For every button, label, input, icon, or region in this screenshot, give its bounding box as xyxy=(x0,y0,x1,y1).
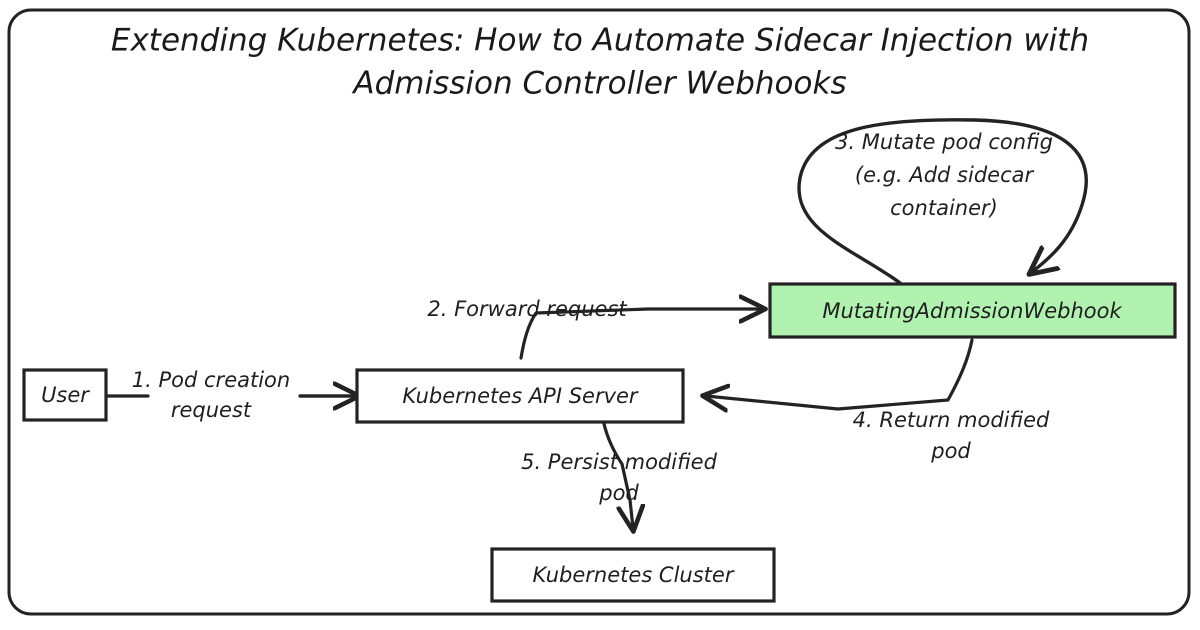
edge-3-label: 3. Mutate pod config (e.g. Add sidecar c… xyxy=(835,130,1053,220)
page-title-line-1: Extending Kubernetes: How to Automate Si… xyxy=(111,23,1089,59)
node-webhook[interactable]: MutatingAdmissionWebhook xyxy=(768,282,1177,339)
edge-3-label-line-2: (e.g. Add sidecar xyxy=(855,163,1035,187)
edge-5-path xyxy=(602,422,633,528)
node-cluster[interactable]: Kubernetes Cluster xyxy=(490,547,776,603)
edge-1-label-line-2: request xyxy=(171,398,252,422)
node-user-box[interactable] xyxy=(22,368,108,422)
node-api-server-label: Kubernetes API Server xyxy=(402,384,639,408)
edge-3-label-line-1: 3. Mutate pod config xyxy=(835,130,1053,154)
node-webhook-label: MutatingAdmissionWebhook xyxy=(822,299,1122,323)
node-webhook-box[interactable] xyxy=(768,282,1177,339)
edge-5-label: 5. Persist modified pod xyxy=(521,450,718,505)
node-cluster-label: Kubernetes Cluster xyxy=(533,563,735,587)
edge-1-label: 1. Pod creation request xyxy=(132,368,290,422)
node-user[interactable]: User xyxy=(22,368,108,422)
edge-5-label-line-2: pod xyxy=(598,481,639,505)
edge-4-label-line-2: pod xyxy=(930,439,971,463)
edge-2-label-line-1: 2. Forward request xyxy=(427,297,627,321)
node-api-server[interactable]: Kubernetes API Server xyxy=(355,368,685,424)
edge-1-label-line-1: 1. Pod creation xyxy=(132,368,290,392)
edge-2-label: 2. Forward request xyxy=(427,297,627,321)
edge-2-path xyxy=(519,309,762,360)
edge-4-path xyxy=(706,338,974,409)
edge-3-path xyxy=(797,118,1088,285)
node-api-server-box[interactable] xyxy=(355,368,685,424)
page-title-line-2: Admission Controller Webhooks xyxy=(351,66,846,102)
edge-3-label-line-3: container) xyxy=(890,196,998,220)
node-cluster-box[interactable] xyxy=(490,547,776,603)
edge-4-label-line-1: 4. Return modified xyxy=(853,408,1050,432)
edge-5-label-line-1: 5. Persist modified xyxy=(521,450,718,474)
edge-4-label: 4. Return modified pod xyxy=(853,408,1050,463)
node-user-label: User xyxy=(41,383,90,407)
